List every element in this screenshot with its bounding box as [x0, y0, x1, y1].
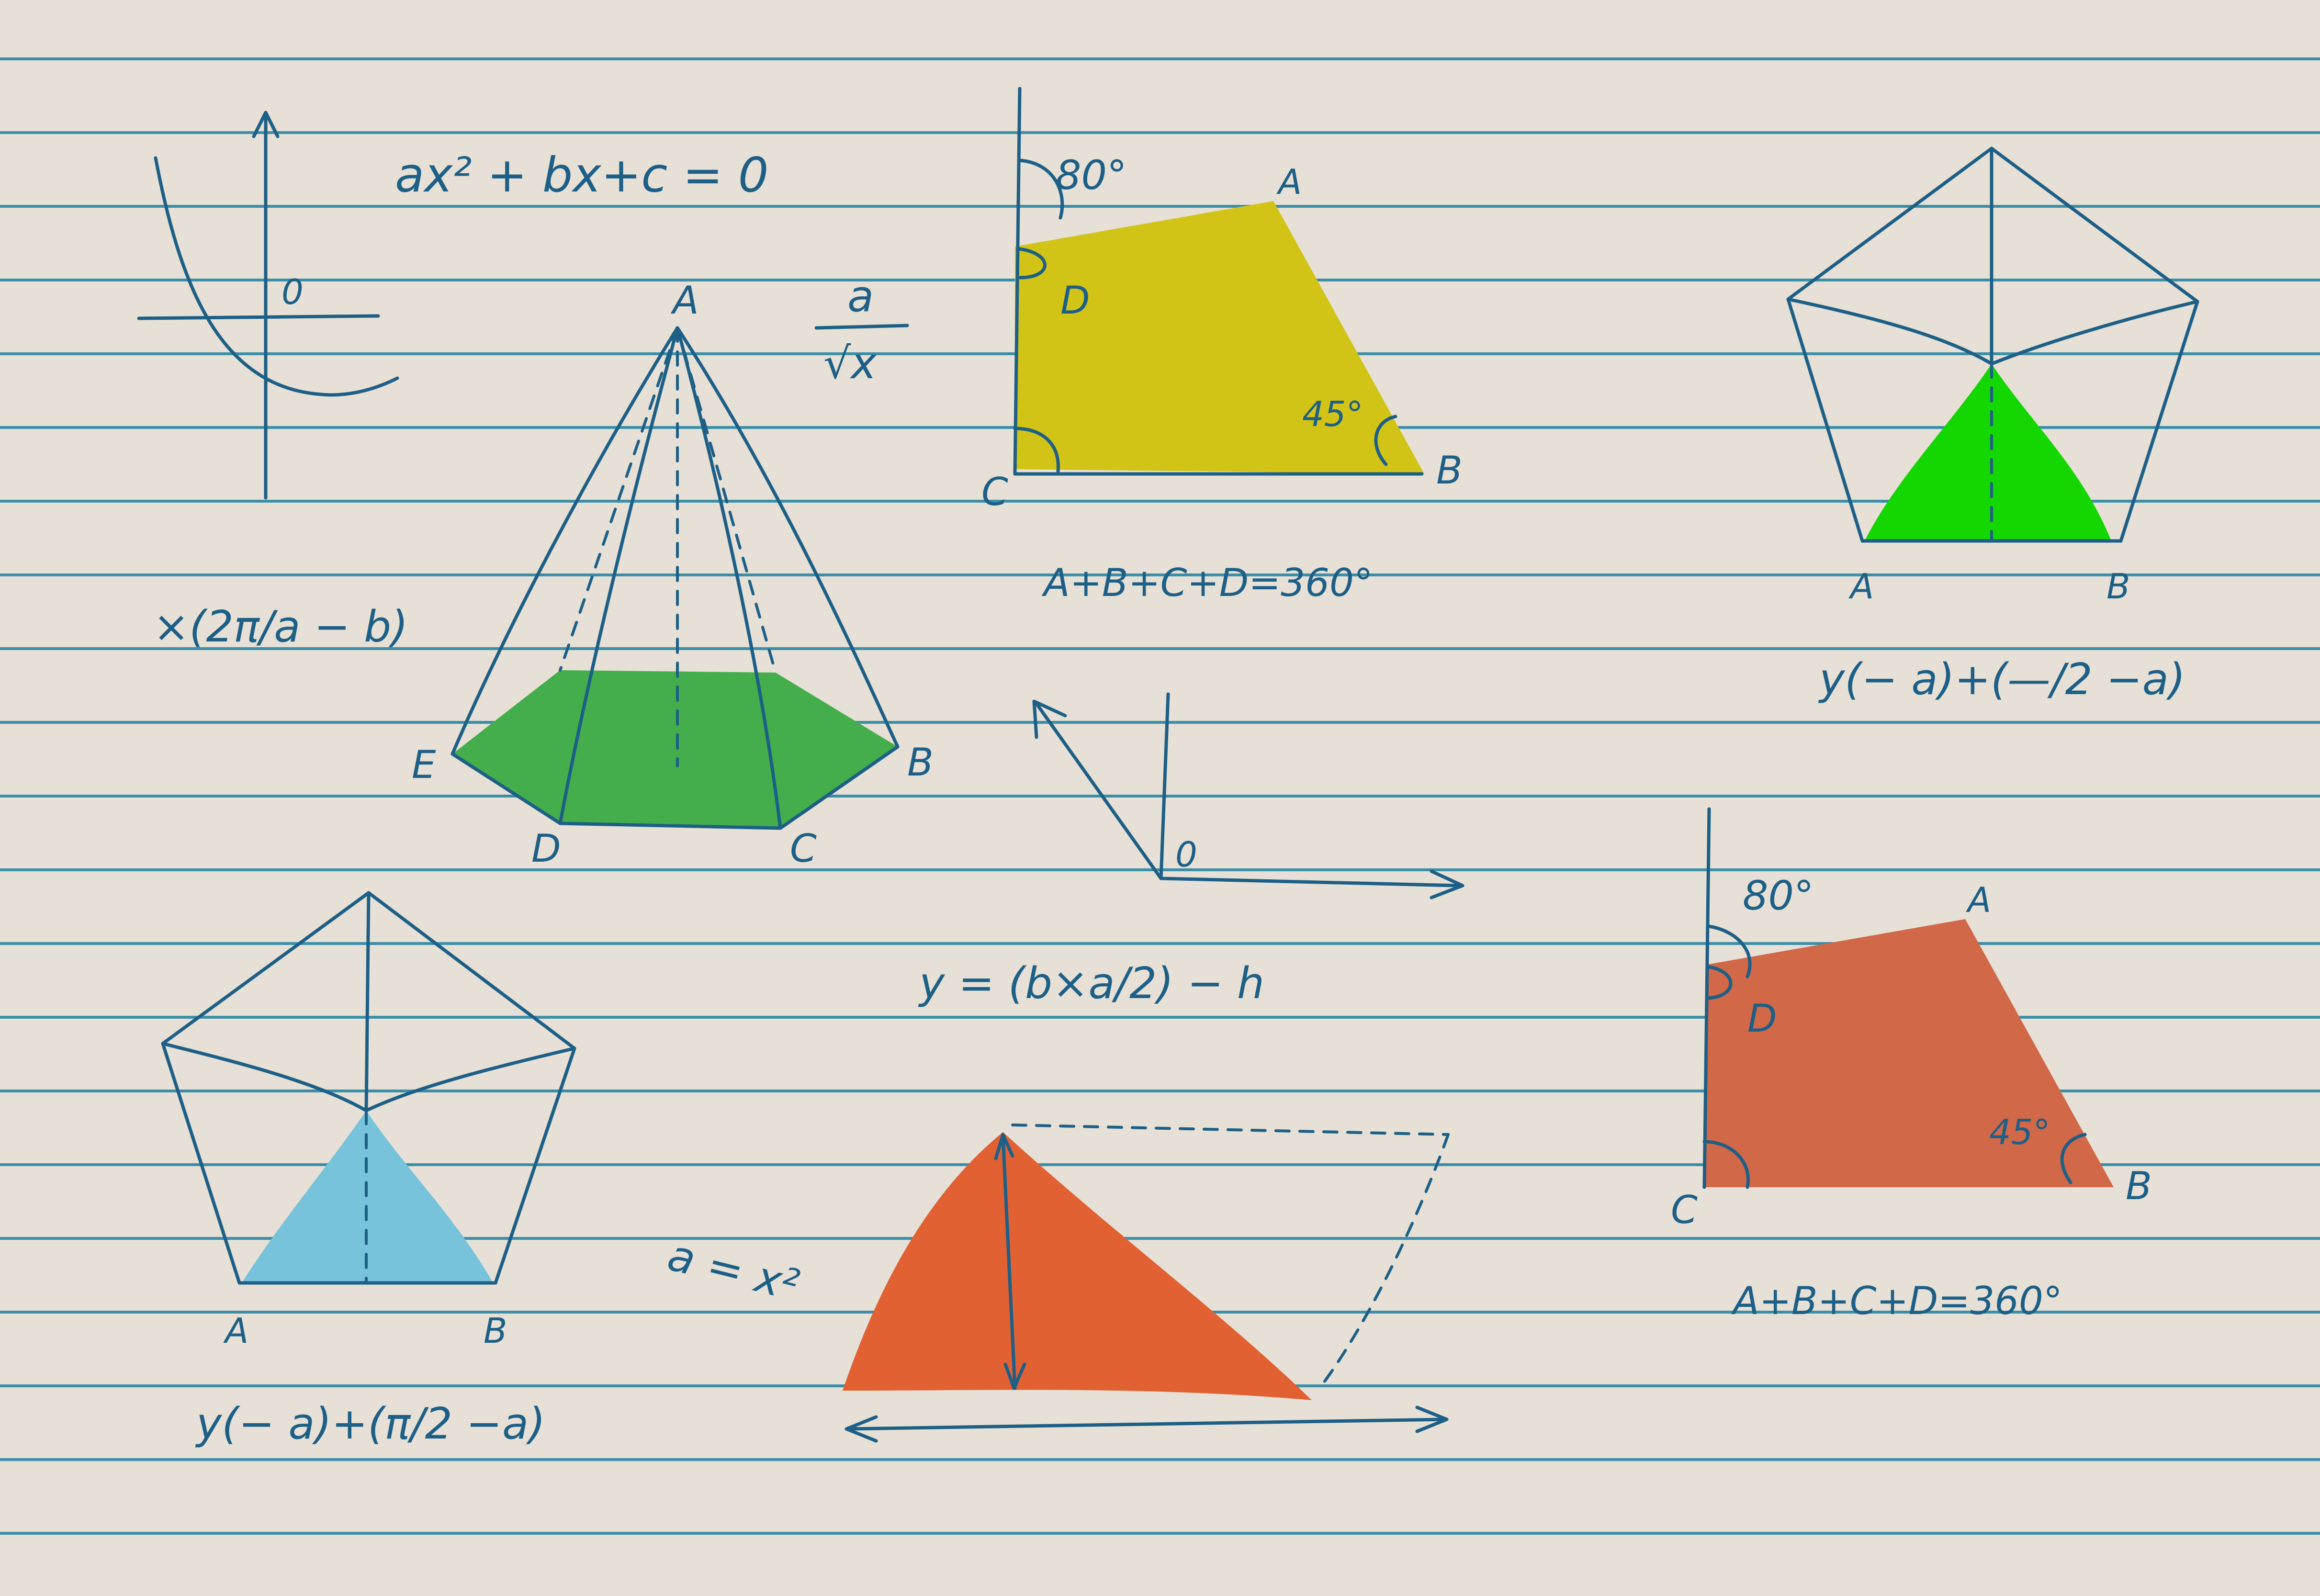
pyramid-base-fill: [452, 670, 898, 828]
angle-arc-d-br: [1707, 965, 1733, 1000]
angle-arc-80-br: [1707, 924, 1752, 978]
quadrilateral-top: 80° A D 45° B C: [981, 87, 1463, 514]
svg-text:D: D: [1747, 996, 1777, 1041]
triangle-dashed-right: [1320, 1133, 1450, 1387]
angle-arc-45: [1374, 415, 1397, 466]
pyramid-label-c: C: [790, 826, 817, 871]
quad-br-vertical: [1702, 807, 1711, 1189]
pent-bl-spoke-left: [161, 1042, 368, 1113]
svg-text:A: A: [223, 1311, 248, 1351]
svg-text:B: B: [2106, 566, 2130, 607]
svg-text:A: A: [1848, 566, 1874, 607]
pyramid: A B C D E: [412, 278, 934, 871]
parabola-graph: 0: [137, 111, 399, 500]
equation-top-right: y(− a)+(—/2 −a): [1818, 654, 2185, 705]
x-axis: [137, 314, 380, 320]
quad-br-fill: [1704, 919, 2114, 1187]
y-axis-arrow: [252, 111, 280, 138]
pent-bl-fill: [242, 1111, 493, 1283]
pyramid-label-a: A: [670, 278, 699, 323]
triangle-dashed-top: [1011, 1124, 1450, 1136]
triangle-bottom-middle: [843, 1124, 1450, 1443]
pent-tr-spoke-left: [1786, 297, 1993, 366]
angle-arc-80: [1018, 158, 1064, 220]
triangle-height-arrow-top: [994, 1133, 1014, 1160]
quad-top-fill: [1015, 201, 1424, 474]
pentagon-bottom-left: A B: [161, 891, 576, 1351]
x-expression: ×(2π/a − b): [153, 602, 408, 652]
base-double-arrow: [845, 1417, 1448, 1431]
base-arrow-right: [1415, 1405, 1449, 1433]
angle-arc-d: [1018, 247, 1047, 280]
svg-text:C: C: [981, 470, 1008, 514]
quadratic-equation: ax² + bx+c = 0: [395, 147, 768, 203]
quadrilateral-bottom-right: 80° A D 45° B C: [1671, 807, 2152, 1232]
base-arrow-left: [845, 1415, 878, 1443]
svg-text:a: a: [847, 271, 874, 322]
svg-text:45°: 45°: [1302, 394, 1363, 434]
pent-tr-spoke-right: [1990, 300, 2199, 366]
svg-text:B: B: [2126, 1164, 2152, 1208]
fraction-a-over-sqrt-x: a √x: [814, 271, 909, 389]
svg-text:0: 0: [1175, 834, 1197, 875]
svg-text:A: A: [1276, 162, 1302, 202]
svg-text:D: D: [1060, 278, 1090, 323]
svg-text:80°: 80°: [1056, 152, 1127, 199]
mid-horizontal-axis: [1159, 877, 1460, 888]
equation-bottom-left: y(− a)+(π/2 −a): [195, 1399, 545, 1449]
triangle-height-arrow-bottom: [1003, 1362, 1026, 1390]
triangle-fill: [843, 1132, 1312, 1400]
middle-axes: 0: [1032, 692, 1464, 899]
pyramid-label-e: E: [412, 742, 436, 787]
pyramid-hidden-edge-1: [559, 326, 679, 672]
angle-arc-45-br: [2060, 1133, 2087, 1184]
pyramid-edge-e: [450, 326, 679, 756]
mid-diagonal-arrow: [1032, 699, 1067, 739]
triangle-height-line: [1001, 1135, 1017, 1390]
pent-bl-spoke-right: [364, 1046, 576, 1113]
pentagon-top-right: A B: [1786, 146, 2199, 607]
fraction-bar: [814, 324, 909, 330]
angle-arc-c-br: [1702, 1140, 1750, 1189]
mid-vertical-axis: [1159, 692, 1170, 880]
svg-text:45°: 45°: [1989, 1112, 2050, 1152]
pyramid-base-edges: [450, 745, 900, 830]
pyramid-edge-d: [558, 326, 679, 825]
angle-sum-bottom-right: A+B+C+D=360°: [1731, 1279, 2062, 1323]
svg-text:80°: 80°: [1743, 872, 1814, 919]
svg-text:√x: √x: [823, 338, 877, 389]
pyramid-hidden-edge-2: [676, 326, 777, 674]
pyramid-label-d: D: [531, 826, 561, 871]
angle-sum-top: A+B+C+D=360°: [1041, 561, 1373, 605]
angle-arc-c: [1013, 427, 1060, 473]
pent-tr-fill: [1865, 364, 2111, 541]
equation-middle: y = (b×a/2) − h: [918, 958, 1264, 1009]
mid-horizontal-arrow: [1430, 869, 1464, 899]
parabola-curve: [154, 156, 399, 397]
svg-text:B: B: [1436, 448, 1463, 493]
pyramid-edge-c: [676, 326, 782, 830]
svg-text:A: A: [1966, 880, 1991, 920]
quad-top-vertical: [1013, 87, 1022, 476]
svg-text:C: C: [1671, 1188, 1698, 1232]
pent-bl-spoke-top: [364, 891, 371, 1113]
svg-text:B: B: [484, 1311, 507, 1351]
mid-diagonal-axis: [1035, 702, 1163, 880]
pyramid-edge-b: [676, 326, 900, 749]
pyramid-label-b: B: [907, 740, 934, 785]
ruled-lines: [0, 57, 2320, 1535]
origin-label-top: 0: [282, 272, 304, 312]
